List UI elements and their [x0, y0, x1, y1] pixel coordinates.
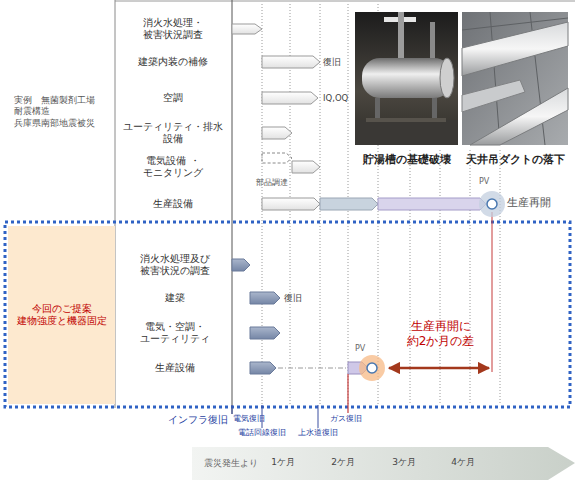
row-label: ユーティリティ・排水 設備 — [118, 121, 228, 145]
photo-caption: 貯湯槽の基礎破壊 — [355, 153, 458, 166]
proposal-frame — [5, 222, 570, 407]
halo — [359, 355, 385, 381]
bar-note: 復旧 — [284, 293, 314, 304]
bar-note: 復旧 — [323, 57, 353, 68]
photo-tank — [355, 12, 458, 145]
axis-label: 1ケ月 — [263, 457, 303, 468]
axis-label: 2ケ月 — [323, 457, 363, 468]
time-zero-line — [232, 0, 233, 414]
row-label: 生産設備 — [118, 198, 228, 210]
bar-note: 部品調達 — [256, 178, 296, 188]
row-label: 消火水処理・ 被害状況調査 — [118, 17, 228, 41]
circle-core — [487, 199, 497, 209]
circle-core — [367, 363, 377, 373]
bar-note: IQ,OQ — [323, 93, 363, 104]
task-bar — [320, 198, 378, 210]
infra-event: 上水道復旧 — [298, 428, 344, 438]
infra-label: インフラ復旧 — [156, 414, 228, 426]
milestone-circle: PV — [357, 353, 387, 383]
row-label: 建築内装の補修 — [118, 56, 228, 68]
milestone-label: 生産再開 — [507, 196, 551, 210]
wait-line — [278, 368, 346, 369]
proposal-box: 今回のご提案 建物強度と機器固定 — [8, 226, 115, 404]
row-label: 消火水処理及び 被害状況の調査 — [125, 253, 225, 277]
infra-tick — [232, 405, 318, 428]
guide-line — [347, 374, 348, 413]
photo-caption: 天井吊ダクトの落下 — [462, 153, 568, 166]
task-bar — [232, 24, 320, 210]
row-label: 電気・空調・ ユーティリティ — [125, 321, 225, 345]
milestone-tag: PV — [355, 344, 365, 354]
case-note: 実例 無菌製剤工場 耐震構造 兵庫県南部地震被災 — [14, 95, 106, 129]
axis-caption: 震災発生より — [204, 458, 274, 469]
axis-label: 3ケ月 — [384, 457, 424, 468]
circle-outline — [477, 189, 507, 219]
infra-event: ガス復旧 — [330, 414, 370, 424]
row-label: 生産設備 — [125, 362, 225, 374]
halo — [479, 191, 505, 217]
milestone-circle: PV生産再開 — [477, 189, 507, 219]
time-band — [192, 447, 575, 480]
row-label: 電気設備 ・モニタリング — [133, 155, 213, 179]
guide-line — [492, 212, 493, 372]
difference-note: 生産再開に 約2か月の差 — [398, 319, 483, 349]
row-label: 建築 — [125, 292, 225, 304]
infra-event: 電話回線復旧 — [238, 428, 294, 438]
circle-outline — [357, 353, 387, 383]
row-label: 空調 — [118, 92, 228, 104]
frame-line — [115, 1, 575, 2]
proposal-text: 今回のご提案 建物強度と機器固定 — [12, 303, 111, 328]
task-bar — [378, 198, 486, 210]
axis-label: 4ケ月 — [443, 457, 483, 468]
photo-duct — [462, 12, 568, 145]
difference-arrow — [389, 367, 489, 370]
task-bar-dashed — [262, 153, 292, 163]
task-bar — [232, 259, 280, 374]
milestone-tag: PV — [479, 177, 489, 187]
infra-event: 電気復旧 — [233, 414, 273, 424]
